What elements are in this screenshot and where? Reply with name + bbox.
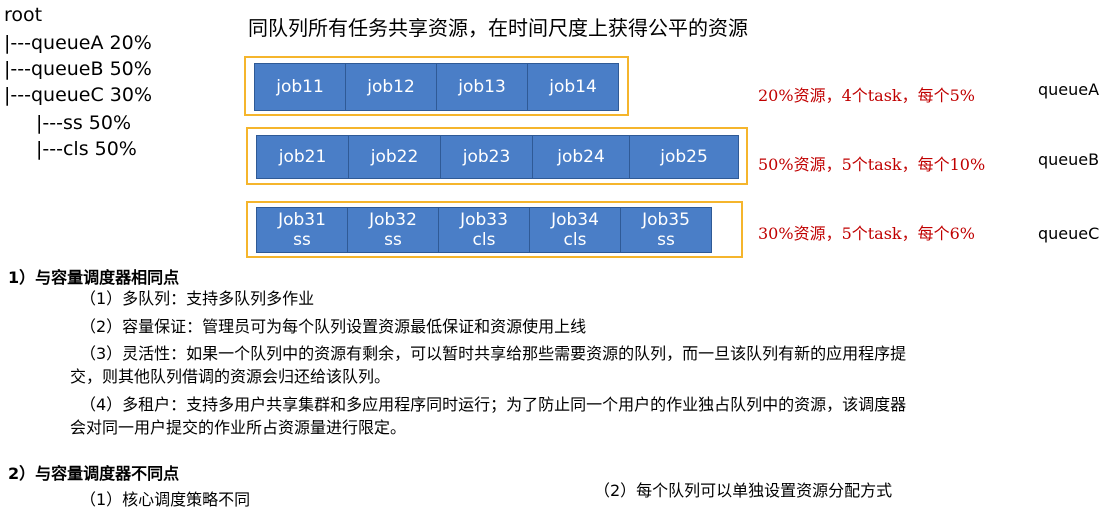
queue-b-note: 50%资源，5个task，每个10% [758, 155, 986, 174]
section2-heading: 2）与容量调度器不同点 [8, 464, 180, 483]
tree-queue-b: |---queueB 50% [4, 58, 152, 80]
job-name: Job33 [460, 210, 508, 230]
job-box: Job35 ss [620, 207, 712, 253]
section1-item-cont: 会对同一用户提交的作业所占资源量进行限定。 [70, 418, 407, 437]
job-box: Job33 cls [438, 207, 530, 253]
section1-heading: 1）与容量调度器相同点 [8, 268, 180, 287]
queue-c-note: 30%资源，5个task，每个6% [758, 224, 976, 243]
job-box: job24 [532, 135, 630, 179]
job-queue: ss [384, 230, 402, 250]
job-queue: cls [563, 230, 587, 250]
section1-item-cont: 交，则其他队列借调的资源会归还给该队列。 [70, 367, 391, 386]
job-name: Job31 [278, 210, 326, 230]
job-box: job14 [527, 63, 619, 111]
queue-a-note: 20%资源，4个task，每个5% [758, 86, 976, 105]
job-box: job23 [440, 135, 533, 179]
queue-b-group: job21 job22 job23 job24 job25 [246, 127, 748, 185]
job-box: job11 [254, 63, 346, 111]
section1-item: （4）多租户：支持多用户共享集群和多应用程序同时运行；为了防止同一个用户的作业独… [80, 395, 907, 414]
job-queue: cls [472, 230, 496, 250]
job-box: job25 [629, 135, 739, 179]
tree-queue-a: |---queueA 20% [4, 32, 152, 54]
job-box: job12 [345, 63, 437, 111]
job-name: Job35 [642, 210, 690, 230]
tree-queue-c: |---queueC 30% [4, 84, 153, 106]
job-queue: ss [293, 230, 311, 250]
tree-cls: |---cls 50% [36, 138, 137, 160]
job-queue: ss [657, 230, 675, 250]
queue-a-group: job11 job12 job13 job14 [244, 56, 629, 116]
diagram-title: 同队列所有任务共享资源，在时间尺度上获得公平的资源 [248, 16, 748, 40]
queue-a-label: queueA [1038, 80, 1100, 99]
section2-item: （2）每个队列可以单独设置资源分配方式 [594, 481, 893, 500]
job-box: Job31 ss [256, 207, 348, 253]
job-box: Job32 ss [347, 207, 439, 253]
queue-c-group: Job31 ss Job32 ss Job33 cls Job34 cls Jo… [246, 201, 743, 258]
job-box: job21 [256, 135, 349, 179]
job-name: Job32 [369, 210, 417, 230]
job-name: Job34 [551, 210, 599, 230]
tree-root: root [4, 4, 43, 26]
job-box: Job34 cls [529, 207, 621, 253]
tree-ss: |---ss 50% [36, 112, 132, 134]
section1-item: （2）容量保证：管理员可为每个队列设置资源最低保证和资源使用上线 [80, 317, 587, 336]
section1-item: （3）灵活性：如果一个队列中的资源有剩余，可以暂时共享给那些需要资源的队列，而一… [80, 344, 907, 363]
job-box: job22 [348, 135, 441, 179]
section1-item: （1）多队列：支持多队列多作业 [80, 289, 315, 308]
section2-item: （1）核心调度策略不同 [80, 490, 251, 509]
queue-c-label: queueC [1038, 224, 1100, 243]
job-box: job13 [436, 63, 528, 111]
queue-b-label: queueB [1038, 150, 1100, 169]
